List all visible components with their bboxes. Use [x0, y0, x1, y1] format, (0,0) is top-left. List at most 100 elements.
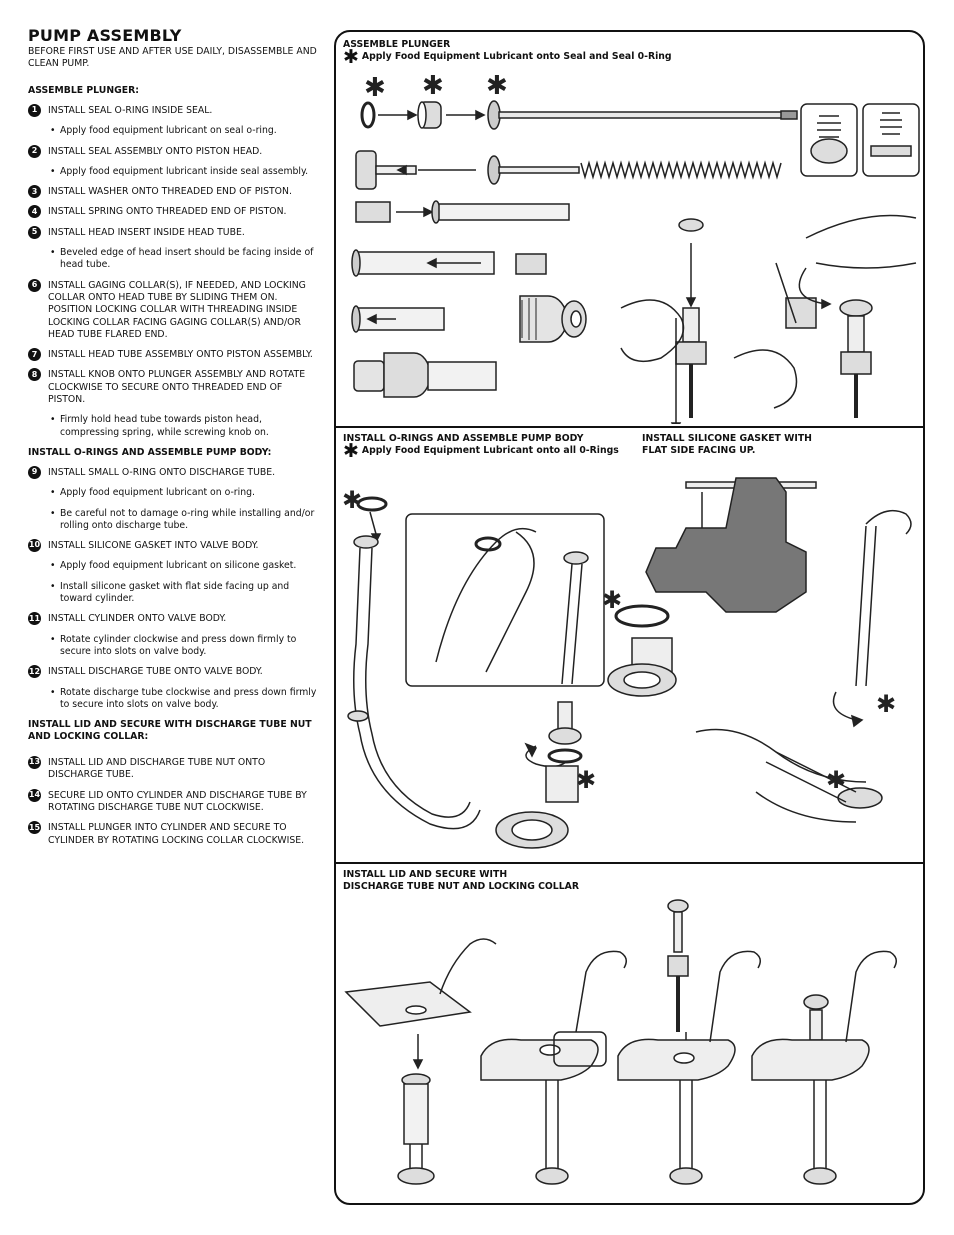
- step-text: INSTALL KNOB ONTO PLUNGER ASSEMBLY AND R…: [48, 369, 306, 406]
- bullet-icon: •: [50, 507, 56, 519]
- bullet-icon: •: [50, 487, 56, 499]
- step-note-text: Rotate cylinder clockwise and press down…: [60, 633, 297, 657]
- section-heading: INSTALL O-RINGS AND ASSEMBLE PUMP BODY:: [28, 446, 272, 458]
- instructions-column: PUMP ASSEMBLY BEFORE FIRST USE AND AFTER…: [28, 26, 320, 855]
- step-number-badge: 12: [28, 665, 41, 679]
- instruction-step: 6 INSTALL GAGING COLLAR(S), IF NEEDED, AN…: [28, 278, 320, 341]
- asterisk-icon: ✱: [343, 440, 359, 462]
- orings-caption: INSTALL O-RINGS AND ASSEMBLE PUMP BODY ✱…: [343, 433, 619, 462]
- instruction-step: 9 INSTALL SMALL O-RING ONTO DISCHARGE TUB…: [28, 465, 320, 479]
- step-number-badge: 13: [28, 756, 41, 770]
- step-text: INSTALL SPRING ONTO THREADED END OF PIST…: [48, 206, 287, 218]
- step-text: INSTALL LID AND DISCHARGE TUBE NUT ONTO …: [48, 757, 266, 781]
- step-text: INSTALL SMALL O-RING ONTO DISCHARGE TUBE…: [48, 466, 276, 478]
- bullet-icon: •: [50, 247, 56, 259]
- divider-1: [336, 426, 923, 428]
- step-text: INSTALL SEAL O-RING INSIDE SEAL.: [48, 105, 213, 116]
- instruction-step: 12 INSTALL DISCHARGE TUBE ONTO VALVE BODY…: [28, 665, 320, 679]
- step-note: •Apply food equipment lubricant inside s…: [50, 166, 320, 178]
- step-number-badge: 10: [28, 539, 41, 553]
- lid-caption: INSTALL LID AND SECURE WITH DISCHARGE TU…: [343, 869, 580, 892]
- illustration-panel: ASSEMBLE PLUNGER ✱Apply Food Equipment L…: [334, 30, 925, 1205]
- gasket-caption: INSTALL SILICONE GASKET WITH FLAT SIDE F…: [642, 433, 812, 456]
- step-number-badge: 9: [28, 465, 41, 479]
- step-note: • Apply food equipment lubricant on silic…: [50, 560, 320, 572]
- step-number-badge: 1: [28, 104, 41, 117]
- divider-2: [336, 862, 923, 864]
- pump-body-diagram: ✱ ✱ ✱: [342, 477, 912, 849]
- step-text: INSTALL WASHER ONTO THREADED END OF PIST…: [48, 186, 292, 198]
- step-note-text: Apply food equipment lubricant inside se…: [60, 165, 309, 177]
- step-number-badge: 7: [28, 348, 41, 362]
- step-note: • Install silicone gasket with flat side …: [50, 581, 320, 606]
- step-number-badge: 11: [28, 612, 41, 626]
- step-number-badge: 6: [28, 278, 41, 292]
- instruction-step: 1 INSTALL SEAL O-RING INSIDE SEAL.: [28, 104, 320, 117]
- svg-text:✱: ✱: [486, 71, 508, 101]
- instruction-step: 11 INSTALL CYLINDER ONTO VALVE BODY.: [28, 612, 320, 626]
- step-text: INSTALL DISCHARGE TUBE ONTO VALVE BODY.: [48, 666, 263, 678]
- step-note: • Beveled edge of head insert should be f…: [50, 247, 320, 272]
- svg-text:✱: ✱: [602, 586, 622, 614]
- bullet-icon: •: [50, 125, 56, 137]
- step-number-badge: 14: [28, 788, 41, 802]
- step-number-badge: 15: [28, 821, 41, 835]
- step-note: • Be careful not to damage o-ring while i…: [50, 508, 320, 533]
- step-number-badge: 8: [28, 368, 41, 382]
- step-text: INSTALL PLUNGER INTO CYLINDER AND SECURE…: [48, 822, 305, 846]
- step-text: INSTALL CYLINDER ONTO VALVE BODY.: [48, 613, 227, 625]
- instruction-step: 15 INSTALL PLUNGER INTO CYLINDER AND SECU…: [28, 821, 320, 847]
- instruction-step: 7 INSTALL HEAD TUBE ASSEMBLY ONTO PISTON …: [28, 348, 320, 362]
- step-note-text: Apply food equipment lubricant on silico…: [60, 560, 297, 572]
- step-note-text: Beveled edge of head insert should be fa…: [60, 247, 314, 271]
- step-number-badge: 5: [28, 225, 41, 239]
- instruction-step: 8 INSTALL KNOB ONTO PLUNGER ASSEMBLY AND …: [28, 368, 320, 406]
- lid-installation-diagram: [344, 899, 897, 1185]
- step-text: INSTALL SEAL ASSEMBLY ONTO PISTON HEAD.: [48, 145, 263, 157]
- instruction-sections: ASSEMBLE PLUNGER: 1 INSTALL SEAL O-RING IN…: [28, 85, 320, 847]
- bullet-icon: •: [50, 633, 56, 645]
- intro-text: BEFORE FIRST USE AND AFTER USE DAILY, DI…: [28, 46, 317, 69]
- step-text: INSTALL GAGING COLLAR(S), IF NEEDED, AND…: [48, 279, 306, 340]
- instruction-step: 2 INSTALL SEAL ASSEMBLY ONTO PISTON HEAD.: [28, 144, 320, 158]
- step-note-text: Apply food equipment lubricant on seal o…: [60, 125, 277, 137]
- section-heading: ASSEMBLE PLUNGER:: [28, 85, 139, 96]
- asterisk-icon: ✱: [343, 46, 359, 68]
- step-note-text: Be careful not to damage o-ring while in…: [60, 507, 315, 531]
- instruction-step: 4 INSTALL SPRING ONTO THREADED END OF PIS…: [28, 205, 320, 219]
- step-text: INSTALL HEAD INSERT INSIDE HEAD TUBE.: [48, 226, 245, 238]
- step-number-badge: 4: [28, 205, 41, 219]
- step-number-badge: 3: [28, 185, 41, 199]
- page-title: PUMP ASSEMBLY: [28, 26, 182, 45]
- section-heading: INSTALL LID AND SECURE WITH DISCHARGE TU…: [28, 719, 312, 743]
- step-note: • Firmly hold head tube towards piston he…: [50, 414, 320, 439]
- step-text: SECURE LID ONTO CYLINDER AND DISCHARGE T…: [48, 789, 307, 813]
- instruction-step: 10 INSTALL SILICONE GASKET INTO VALVE BOD…: [28, 539, 320, 553]
- svg-text:✱: ✱: [826, 766, 846, 794]
- bullet-icon: •: [50, 560, 56, 572]
- step-note-text: Firmly hold head tube towards piston hea…: [60, 414, 269, 438]
- step-text: INSTALL SILICONE GASKET INTO VALVE BODY.: [48, 540, 259, 552]
- step-note: • Apply food equipment lubricant on seal …: [50, 125, 320, 137]
- instruction-step: 5 INSTALL HEAD INSERT INSIDE HEAD TUBE.: [28, 225, 320, 239]
- instruction-step: 14 SECURE LID ONTO CYLINDER AND DISCHARGE…: [28, 788, 320, 815]
- step-note-text: Apply food equipment lubricant on o-ring…: [60, 487, 255, 499]
- step-note-text: Install silicone gasket with flat side f…: [60, 580, 290, 605]
- svg-text:✱: ✱: [342, 486, 362, 514]
- svg-text:✱: ✱: [422, 71, 444, 101]
- bullet-icon: •: [50, 686, 56, 698]
- step-note: • Rotate cylinder clockwise and press dow…: [50, 634, 320, 659]
- svg-text:✱: ✱: [876, 690, 896, 718]
- step-number-badge: 2: [28, 144, 41, 158]
- plunger-assembly-diagram: ✱ ✱ ✱: [351, 71, 920, 424]
- step-note: • Rotate discharge tube clockwise and pre…: [50, 687, 320, 712]
- step-text: INSTALL HEAD TUBE ASSEMBLY ONTO PISTON A…: [48, 349, 313, 361]
- bullet-icon: •: [50, 580, 56, 592]
- svg-text:✱: ✱: [576, 766, 596, 794]
- plunger-caption: ASSEMBLE PLUNGER ✱Apply Food Equipment L…: [343, 39, 672, 68]
- bullet-icon: •: [50, 414, 56, 426]
- instruction-step: 13 INSTALL LID AND DISCHARGE TUBE NUT ONT…: [28, 756, 320, 782]
- step-note-text: Rotate discharge tube clockwise and pres…: [60, 686, 317, 710]
- instruction-step: 3 INSTALL WASHER ONTO THREADED END OF PIS…: [28, 185, 320, 199]
- step-note: • Apply food equipment lubricant on o-rin…: [50, 487, 320, 499]
